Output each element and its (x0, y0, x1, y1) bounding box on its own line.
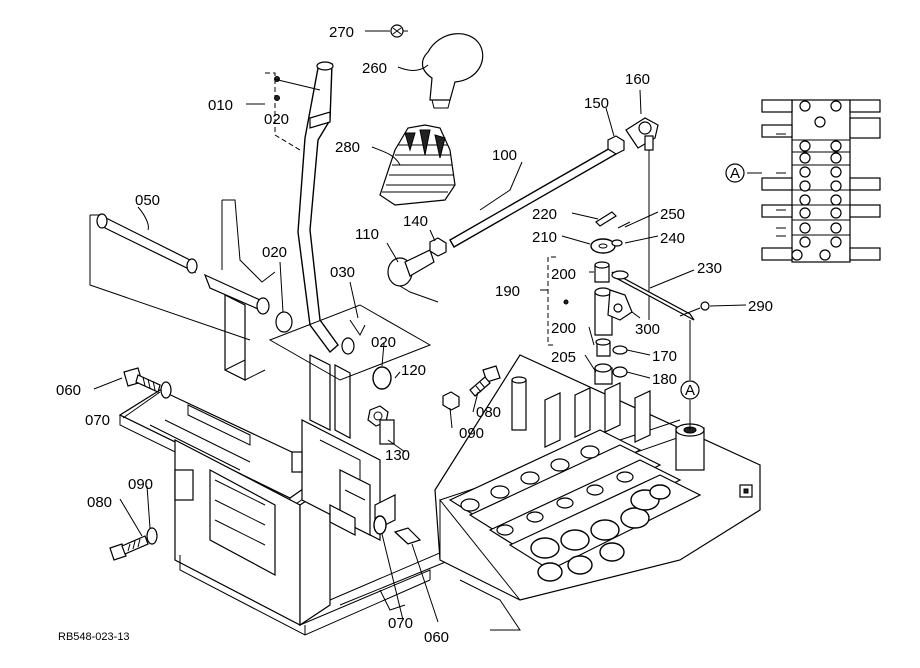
leader-lines (93, 30, 747, 623)
inset-callout-letter: A (730, 165, 740, 182)
label-150: 150 (584, 95, 609, 112)
label-050: 050 (135, 192, 160, 209)
spool-ends (530, 484, 671, 582)
fasteners (109, 365, 501, 561)
label-290: 290 (748, 298, 773, 315)
control-valve (434, 354, 761, 601)
label-170: 170 (652, 348, 677, 365)
label-010: 010 (208, 97, 233, 114)
bolt-060-left (123, 367, 161, 393)
bushing-020 (275, 311, 293, 333)
bolt-270 (390, 24, 408, 38)
inset-ports (791, 100, 842, 261)
valve-levers (511, 376, 753, 498)
label-240: 240 (660, 230, 685, 247)
label-020-tube: 020 (262, 244, 287, 261)
label-260: 260 (362, 60, 387, 77)
linkage-rod (387, 117, 659, 320)
label-020-bush: 020 (371, 334, 396, 351)
bolt-080-left (109, 535, 149, 561)
label-200-bottom: 200 (551, 320, 576, 337)
diagram-code: RB548-023-13 (58, 631, 130, 643)
label-100: 100 (492, 147, 517, 164)
label-060-lower: 060 (424, 629, 449, 646)
label-030: 030 (330, 264, 355, 281)
label-180: 180 (652, 371, 677, 388)
label-205: 205 (551, 349, 576, 366)
shift-lever (89, 24, 484, 445)
group-bracket-010 (265, 72, 301, 151)
label-230: 230 (697, 260, 722, 277)
sub-linkage (547, 211, 710, 430)
rod-end-110 (387, 249, 439, 303)
bolt-080-right (469, 365, 501, 397)
label-220: 220 (532, 206, 557, 223)
label-250: 250 (660, 206, 685, 223)
valve-inset: A (725, 99, 881, 263)
main-callout-letter: A (685, 382, 695, 399)
lever-knob (421, 33, 484, 101)
label-300: 300 (635, 321, 660, 338)
label-060-left: 060 (56, 382, 81, 399)
main-callout-marker: A (680, 380, 700, 400)
label-090-right: 090 (459, 425, 484, 442)
label-070-left: 070 (85, 412, 110, 429)
label-110: 110 (355, 226, 379, 243)
label-140: 140 (403, 213, 428, 230)
label-190: 190 (495, 283, 520, 300)
bolt-060-lower (393, 527, 422, 545)
bushing-020b (372, 366, 392, 390)
label-080-left: 080 (87, 494, 112, 511)
label-090-left: 090 (128, 476, 153, 493)
label-080-right: 080 (476, 404, 501, 421)
label-160: 160 (625, 71, 650, 88)
label-130: 130 (385, 447, 410, 464)
label-200-top: 200 (551, 266, 576, 283)
callout-labels: 270 260 010 020 280 160 150 100 050 020 … (56, 24, 773, 646)
label-270: 270 (329, 24, 354, 41)
pivot-tube (89, 213, 251, 341)
label-210: 210 (532, 229, 557, 246)
inset-callout-marker: A (725, 163, 745, 183)
lever-boot (379, 124, 456, 206)
main-frame (118, 294, 521, 636)
label-120: 120 (401, 362, 426, 379)
label-020-group: 020 (264, 111, 289, 128)
label-280: 280 (335, 139, 360, 156)
label-070-lower: 070 (388, 615, 413, 632)
